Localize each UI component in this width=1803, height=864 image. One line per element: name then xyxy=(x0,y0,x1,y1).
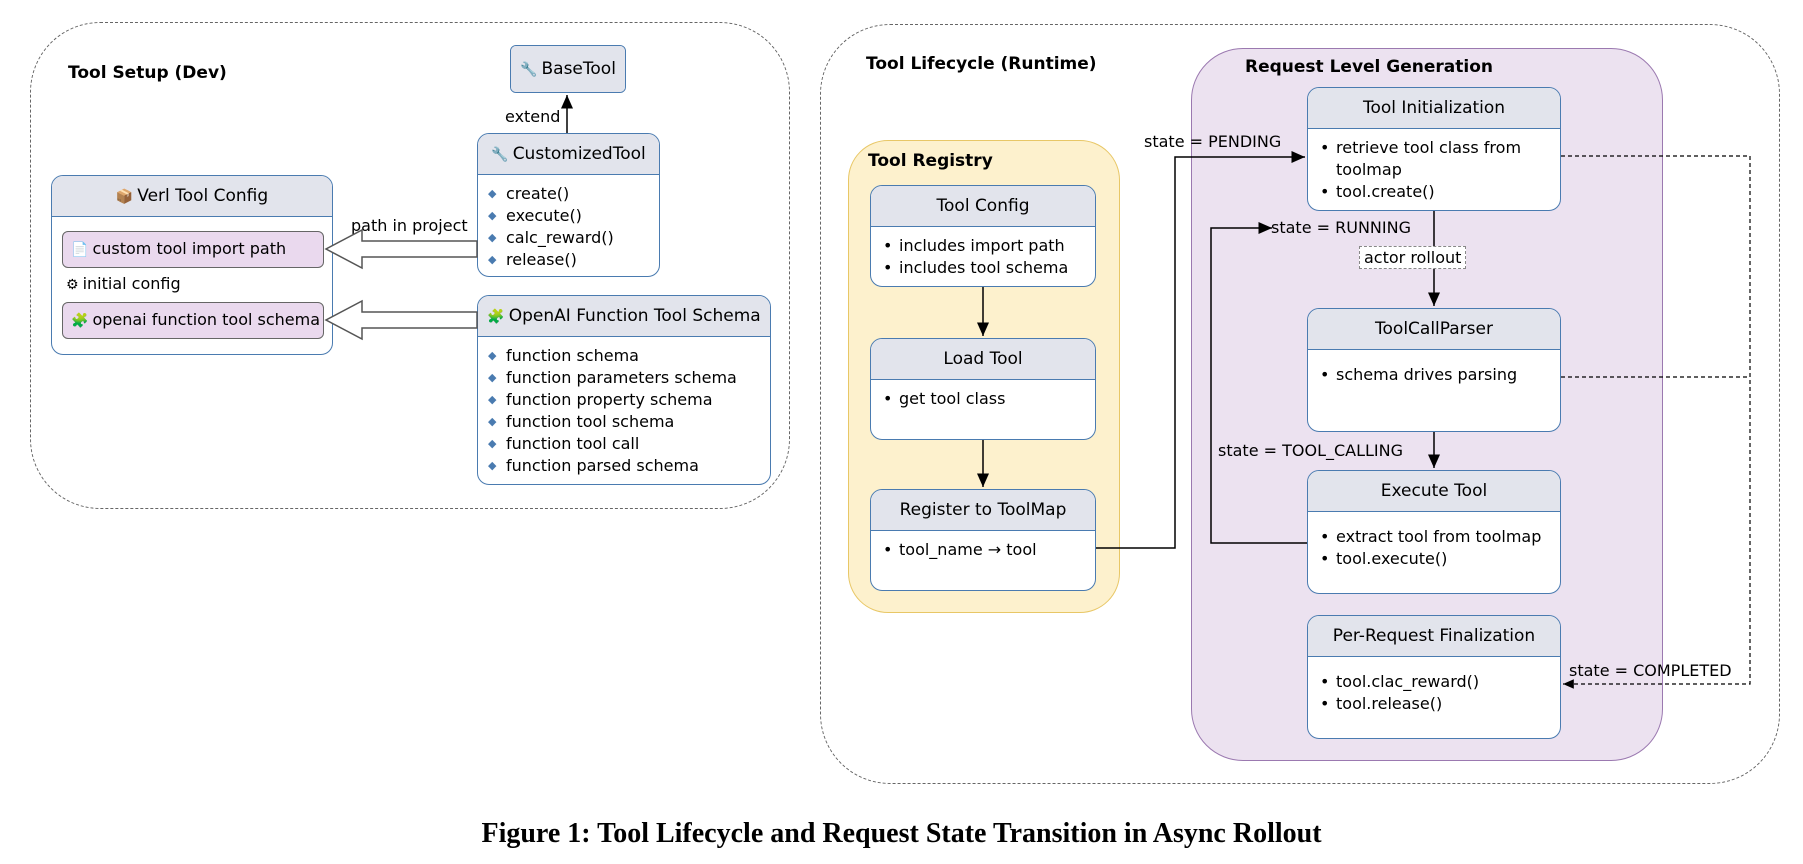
tool-config-header: Tool Config xyxy=(871,186,1095,227)
list-item: includes import path xyxy=(881,235,1085,257)
method-item: execute() xyxy=(488,205,649,227)
openai-function-tool-schema-label: openai function tool schema xyxy=(92,310,321,329)
pending-arrow xyxy=(1096,151,1305,549)
list-item: schema drives parsing xyxy=(1318,364,1550,386)
request-level-title: Request Level Generation xyxy=(1245,57,1494,77)
schema-item: function parameters schema xyxy=(488,367,760,389)
puzzle-icon: 🧩 xyxy=(71,313,89,329)
openai-schema-box: 🧩OpenAI Function Tool Schema function sc… xyxy=(477,295,771,485)
openai-function-tool-schema-item: 🧩openai function tool schema xyxy=(62,302,324,339)
customized-tool-box: 🔧CustomizedTool create() execute() calc_… xyxy=(477,133,660,277)
list-item: retrieve tool class from xyxy=(1318,137,1550,159)
gear-icon: ⚙ xyxy=(66,277,79,293)
list-item: tool.release() xyxy=(1318,693,1550,715)
load-tool-header: Load Tool xyxy=(871,339,1095,380)
list-item-continuation: toolmap xyxy=(1336,160,1402,179)
basetool-label: BaseTool xyxy=(541,59,616,79)
list-item: includes tool schema xyxy=(881,257,1085,279)
customized-tool-methods: create() execute() calc_reward() release… xyxy=(478,175,659,271)
list-item: get tool class xyxy=(881,388,1085,410)
state-tool-calling-label: state = TOOL_CALLING xyxy=(1218,441,1404,460)
execute-tool-box: Execute Tool extract tool from toolmap t… xyxy=(1307,470,1561,594)
verl-tool-config-label: Verl Tool Config xyxy=(137,186,269,206)
completed-arrow xyxy=(1561,155,1751,689)
document-icon: 📄 xyxy=(71,242,89,258)
tool-initialization-header: Tool Initialization xyxy=(1308,88,1560,129)
figure-caption: Figure 1: Tool Lifecycle and Request Sta… xyxy=(481,818,1322,849)
state-completed-label: state = COMPLETED xyxy=(1569,661,1732,680)
custom-tool-import-path-label: custom tool import path xyxy=(92,239,287,258)
package-icon: 📦 xyxy=(115,189,134,205)
running-loop-arrow xyxy=(1210,222,1307,544)
path-in-project-label: path in project xyxy=(351,216,468,235)
initial-config-label: initial config xyxy=(82,274,181,293)
execute-tool-header: Execute Tool xyxy=(1308,471,1560,512)
wrench-icon: 🔧 xyxy=(520,62,538,78)
custom-tool-import-path-item: 📄custom tool import path xyxy=(62,231,324,268)
actor-rollout-label: actor rollout xyxy=(1359,246,1467,269)
tool-setup-region xyxy=(30,22,790,509)
basetool-box: 🔧BaseTool xyxy=(510,45,626,93)
schema-item: function tool call xyxy=(488,433,760,455)
method-item: release() xyxy=(488,249,649,271)
method-item: create() xyxy=(488,183,649,205)
initial-config-item: ⚙initial config xyxy=(66,274,181,293)
tool-lifecycle-region xyxy=(820,24,1780,784)
list-item: tool.execute() xyxy=(1318,548,1550,570)
state-pending-label: state = PENDING xyxy=(1144,132,1282,151)
tool-config-box: Tool Config includes import path include… xyxy=(870,185,1096,287)
per-request-finalization-header: Per-Request Finalization xyxy=(1308,616,1560,657)
register-toolmap-box: Register to ToolMap tool_name → tool xyxy=(870,489,1096,591)
list-item: tool.clac_reward() xyxy=(1318,671,1550,693)
state-running-label: state = RUNNING xyxy=(1271,218,1411,237)
schema-item: function tool schema xyxy=(488,411,760,433)
tool-initialization-box: Tool Initialization retrieve tool class … xyxy=(1307,87,1561,211)
openai-schema-label: OpenAI Function Tool Schema xyxy=(508,306,761,326)
schema-arrow xyxy=(324,299,478,341)
wrench-icon: 🔧 xyxy=(491,147,509,163)
schema-item: function property schema xyxy=(488,389,760,411)
method-item: calc_reward() xyxy=(488,227,649,249)
puzzle-icon: 🧩 xyxy=(487,309,505,325)
register-toolmap-header: Register to ToolMap xyxy=(871,490,1095,531)
path-in-project-arrow xyxy=(324,228,478,270)
tool-setup-title: Tool Setup (Dev) xyxy=(68,63,227,83)
list-item: tool.create() xyxy=(1318,181,1550,203)
extend-label: extend xyxy=(505,107,561,126)
schema-item: function parsed schema xyxy=(488,455,760,477)
openai-schema-items: function schema function parameters sche… xyxy=(478,337,770,477)
tool-registry-title: Tool Registry xyxy=(868,151,993,171)
tool-lifecycle-title: Tool Lifecycle (Runtime) xyxy=(866,54,1097,74)
schema-item: function schema xyxy=(488,345,760,367)
toolcallparser-box: ToolCallParser schema drives parsing xyxy=(1307,308,1561,432)
list-item: tool_name → tool xyxy=(881,539,1085,561)
toolcallparser-header: ToolCallParser xyxy=(1308,309,1560,350)
per-request-finalization-box: Per-Request Finalization tool.clac_rewar… xyxy=(1307,615,1561,739)
load-tool-box: Load Tool get tool class xyxy=(870,338,1096,440)
list-item: extract tool from toolmap xyxy=(1318,526,1550,548)
customized-tool-label: CustomizedTool xyxy=(512,144,646,164)
